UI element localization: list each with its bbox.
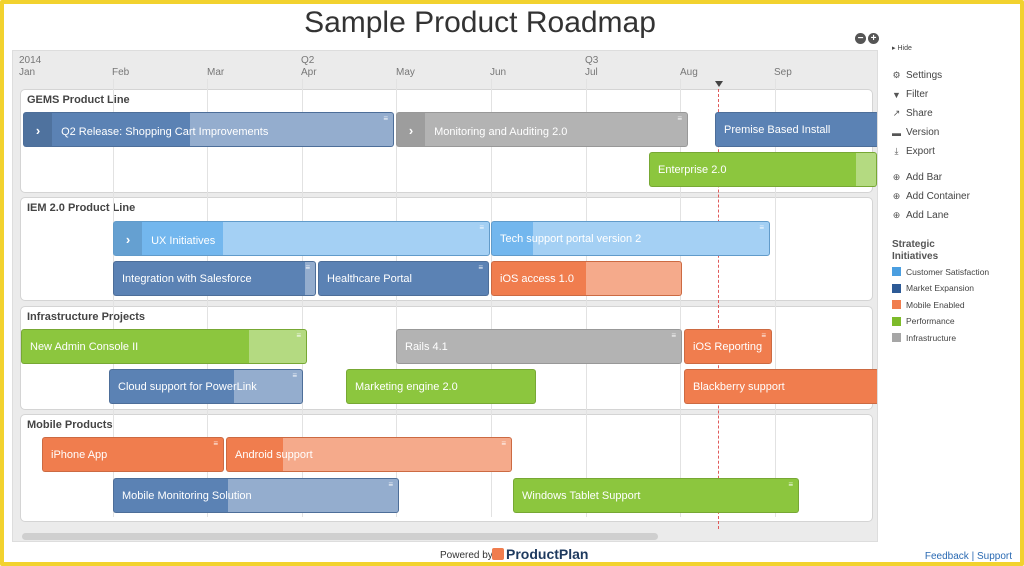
bar-menu-icon[interactable]: ≡ <box>383 114 388 123</box>
plus-circle-icon: ⊕ <box>892 191 901 201</box>
legend-swatch <box>892 300 901 310</box>
roadmap-bar[interactable]: Android support ≡ <box>226 437 512 472</box>
roadmap-bar[interactable]: Mobile Monitoring Solution ≡ <box>113 478 399 513</box>
support-link[interactable]: Support <box>976 551 1012 562</box>
productplan-logo-icon <box>492 548 504 560</box>
month-label: Sep <box>774 67 792 78</box>
footer-separator: | <box>971 551 975 562</box>
archive-icon: ▬ <box>892 127 901 138</box>
month-label: Mar <box>207 67 225 78</box>
legend-item: Performance <box>892 314 1014 330</box>
roadmap-bar[interactable]: › UX Initiatives ≡ <box>113 221 490 256</box>
legend-item: Infrastructure <box>892 330 1014 346</box>
roadmap-bar[interactable]: Healthcare Portal ≡ <box>318 261 489 296</box>
roadmap-bar[interactable]: Rails 4.1 ≡ <box>396 329 682 364</box>
export-button[interactable]: ⤓Export <box>892 142 1014 161</box>
footer-links: Feedback | Support <box>925 551 1012 562</box>
bar-menu-icon[interactable]: ≡ <box>761 331 766 340</box>
roadmap-bar[interactable]: Marketing engine 2.0 <box>346 369 536 404</box>
legend-item: Mobile Enabled <box>892 297 1014 313</box>
roadmap-bar[interactable]: Enterprise 2.0 <box>649 152 877 187</box>
add-container-button[interactable]: ⊕Add Container <box>892 191 970 202</box>
add-bar-button[interactable]: ⊕Add Bar <box>892 172 943 183</box>
gear-icon: ⚙ <box>892 70 901 80</box>
roadmap-bar[interactable]: Integration with Salesforce ≡ <box>113 261 316 296</box>
share-icon: ↗ <box>892 108 901 118</box>
bar-menu-icon[interactable]: ≡ <box>478 263 483 272</box>
filter-button[interactable]: ▼Filter <box>892 89 929 100</box>
roadmap-bar[interactable]: Cloud support for PowerLink ≡ <box>109 369 303 404</box>
quarter-label: Q3 <box>585 55 599 66</box>
bar-menu-icon[interactable]: ≡ <box>671 331 676 340</box>
bar-menu-icon[interactable]: ≡ <box>788 480 793 489</box>
today-marker-icon[interactable] <box>715 81 723 87</box>
hide-toggle[interactable]: ▸ Hide <box>892 45 912 52</box>
month-label: Jan <box>19 67 36 78</box>
month-label: Jul <box>585 67 598 78</box>
download-icon: ⤓ <box>894 146 899 156</box>
legend-item: Market Expansion <box>892 281 1014 297</box>
share-button[interactable]: ↗Share <box>892 108 933 119</box>
month-label: Feb <box>112 67 130 78</box>
roadmap-bar[interactable]: iOS access 1.0 <box>491 261 682 296</box>
bar-menu-icon[interactable]: ≡ <box>501 439 506 448</box>
zoom-in-icon[interactable]: + <box>868 33 879 44</box>
month-label: May <box>396 67 415 78</box>
sidebar: ▸ Hide ⚙Settings ▼Filter ↗Share ▬Version… <box>892 44 1014 346</box>
page-title: Sample Product Roadmap <box>304 6 656 39</box>
timeline-year: 2014 <box>19 55 42 66</box>
month-label: Aug <box>680 67 698 78</box>
zoom-controls: − + <box>855 33 879 44</box>
triangle-right-icon: ▸ <box>892 45 896 52</box>
container-title: GEMS Product Line <box>27 94 130 106</box>
settings-button[interactable]: ⚙Settings <box>892 70 943 81</box>
roadmap-bar[interactable]: › Q2 Release: Shopping Cart Improvements… <box>23 112 394 147</box>
legend-swatch <box>892 316 901 326</box>
legend-swatch <box>892 267 901 277</box>
roadmap-bar[interactable]: Blackberry support <box>684 369 877 404</box>
chevron-right-icon[interactable]: › <box>114 222 142 255</box>
horizontal-scrollbar[interactable] <box>22 533 658 540</box>
bar-menu-icon[interactable]: ≡ <box>759 223 764 232</box>
timeline-header: 2014 Jan Feb Mar Q2 Apr May Jun Q3 Jul A… <box>13 51 877 87</box>
roadmap-canvas: 2014 Jan Feb Mar Q2 Apr May Jun Q3 Jul A… <box>12 50 878 542</box>
bar-menu-icon[interactable]: ≡ <box>296 331 301 340</box>
today-line <box>718 89 719 529</box>
container-title: IEM 2.0 Product Line <box>27 202 136 214</box>
filter-icon: ▼ <box>892 89 901 100</box>
bar-menu-icon[interactable]: ≡ <box>479 223 484 232</box>
legend-item: Customer Satisfaction <box>892 264 1014 280</box>
roadmap-bar[interactable]: Premise Based Install <box>715 112 877 147</box>
roadmap-bar[interactable]: iOS Reporting ≡ <box>684 329 772 364</box>
bar-menu-icon[interactable]: ≡ <box>213 439 218 448</box>
chevron-right-icon[interactable]: › <box>24 113 52 146</box>
month-label: Apr <box>301 67 317 78</box>
roadmap-bar[interactable]: Tech support portal version 2 ≡ <box>491 221 770 256</box>
legend-title: Strategic Initiatives <box>892 239 939 262</box>
version-button[interactable]: ▬Version <box>892 127 940 138</box>
plus-circle-icon: ⊕ <box>892 172 901 182</box>
add-lane-button[interactable]: ⊕Add Lane <box>892 210 949 221</box>
bar-menu-icon[interactable]: ≡ <box>677 114 682 123</box>
legend-swatch <box>892 283 901 293</box>
zoom-out-icon[interactable]: − <box>855 33 866 44</box>
chevron-right-icon[interactable]: › <box>397 113 425 146</box>
powered-by-label: Powered by <box>440 550 493 561</box>
roadmap-bar[interactable]: iPhone App ≡ <box>42 437 224 472</box>
feedback-link[interactable]: Feedback <box>924 551 969 562</box>
container-title: Infrastructure Projects <box>27 311 145 323</box>
legend-swatch <box>892 333 901 343</box>
roadmap-bar[interactable]: Windows Tablet Support ≡ <box>513 478 799 513</box>
productplan-logo[interactable]: ProductPlan <box>492 546 588 562</box>
container-title: Mobile Products <box>27 419 113 431</box>
month-label: Jun <box>490 67 507 78</box>
bar-menu-icon[interactable]: ≡ <box>388 480 393 489</box>
plus-circle-icon: ⊕ <box>892 210 901 220</box>
roadmap-bar[interactable]: New Admin Console II ≡ <box>21 329 307 364</box>
bar-menu-icon[interactable]: ≡ <box>292 371 297 380</box>
quarter-label: Q2 <box>301 55 315 66</box>
bar-menu-icon[interactable]: ≡ <box>305 263 310 272</box>
roadmap-bar[interactable]: › Monitoring and Auditing 2.0 ≡ <box>396 112 688 147</box>
